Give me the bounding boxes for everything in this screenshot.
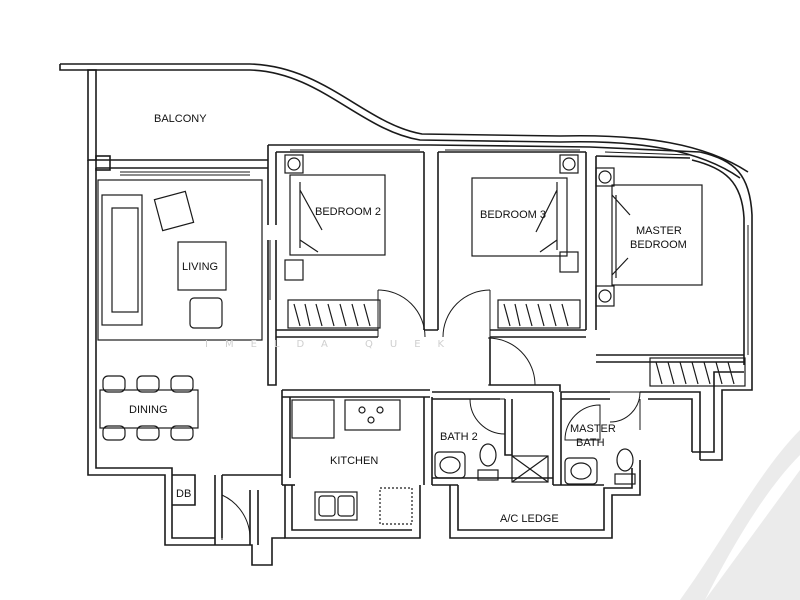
master-bath-fixtures xyxy=(564,448,636,485)
master-bath-label-line1: MASTER xyxy=(570,423,616,435)
outer-walls xyxy=(59,63,753,566)
room-labels: BALCONY BEDROOM 2 BEDROOM 3 MASTER BEDRO… xyxy=(129,113,687,525)
bedroom3-furniture xyxy=(471,154,581,329)
master-bedroom-label-line2: BEDROOM xyxy=(630,239,687,251)
dining-label: DINING xyxy=(129,404,168,416)
master-bedroom-label-line1: MASTER xyxy=(636,225,682,237)
doors xyxy=(221,289,641,541)
windows xyxy=(120,149,749,355)
db-label: DB xyxy=(176,488,191,500)
kitchen-label: KITCHEN xyxy=(330,455,378,467)
balcony-label: BALCONY xyxy=(154,113,207,125)
living-furniture xyxy=(97,179,263,341)
bedroom2-label: BEDROOM 2 xyxy=(315,206,381,218)
master-bath-label-line2: BATH xyxy=(576,437,605,449)
bedroom2-furniture xyxy=(284,154,386,329)
watermark-text: IMELDA QUEK xyxy=(205,339,461,350)
ac-ledge-label: A/C LEDGE xyxy=(500,513,559,525)
kitchen-fixtures xyxy=(291,399,413,525)
bath2-label: BATH 2 xyxy=(440,431,478,443)
living-label: LIVING xyxy=(182,261,218,273)
bath2-fixtures xyxy=(434,443,549,483)
master-bedroom-furniture xyxy=(595,167,746,387)
logo-mark xyxy=(680,430,800,600)
bedroom3-label: BEDROOM 3 xyxy=(480,209,546,221)
dining-furniture xyxy=(99,375,199,441)
